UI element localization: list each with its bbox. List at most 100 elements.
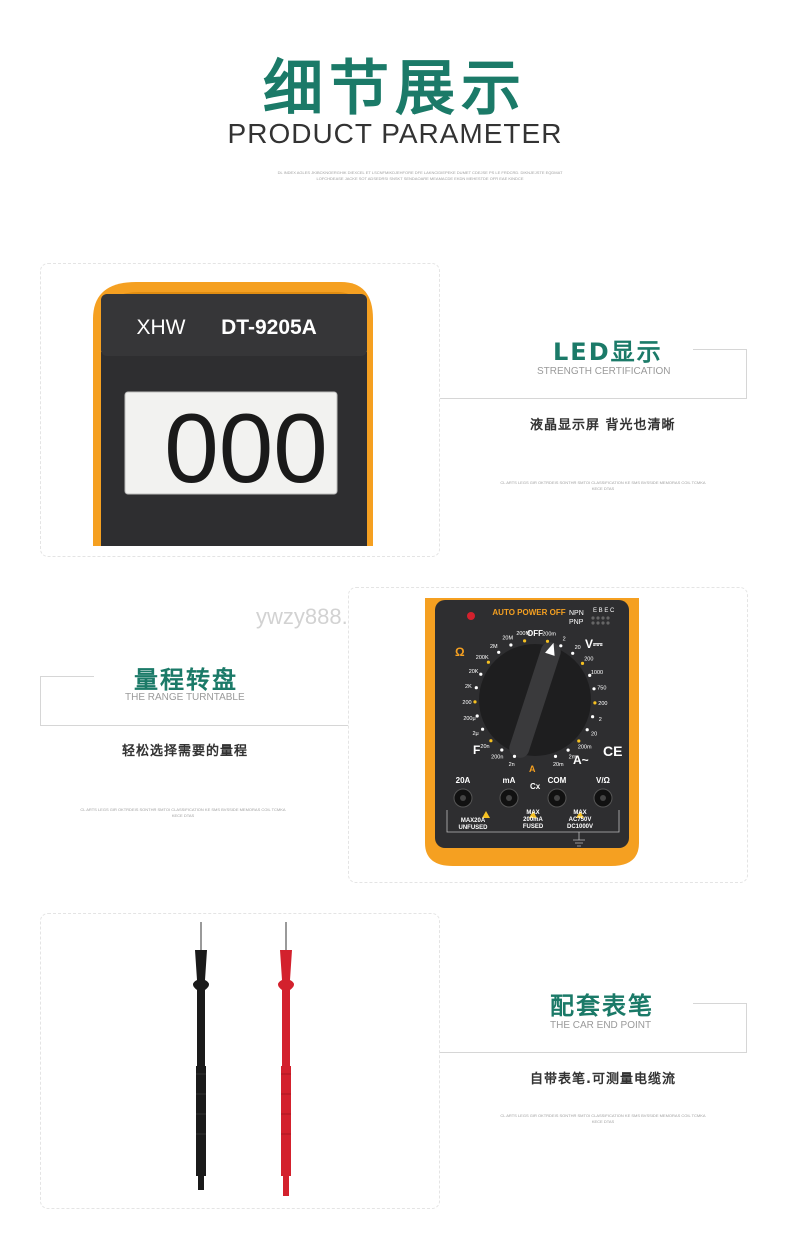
range-label-right-10: 2m	[569, 755, 577, 761]
range-dot-right-9	[577, 739, 581, 743]
section3-line-top	[693, 1003, 747, 1004]
section2-line-left	[40, 676, 41, 726]
page-subtitle: PRODUCT PARAMETER	[227, 118, 563, 149]
range-dot-right-8	[585, 728, 589, 732]
dial-image-frame: AUTO POWER OFF NPN PNP E B E C OFF Ω V⎓ …	[348, 587, 748, 883]
range-dot-right-7	[591, 715, 595, 719]
brand-label: XHW	[137, 316, 186, 339]
amp-ac-symbol: A~	[573, 753, 589, 767]
ground-icon	[573, 832, 585, 847]
range-dot-right-5	[592, 687, 596, 691]
range-label-right-5: 750	[597, 685, 606, 691]
max-v-label: MAX	[573, 810, 586, 816]
led-image-frame: XHW DT-9205A 000	[40, 263, 440, 557]
section2-description: 轻松选择需要的量程	[122, 744, 249, 759]
section2-fine-print: CL ARTS LEGS GIR OKTRDEIS SONTHR SMTOI C…	[80, 807, 286, 818]
range-dot-right-10	[566, 748, 570, 752]
range-label-right-9: 200m	[578, 745, 592, 751]
model-label: DT-9205A	[221, 316, 317, 339]
multimeter-top-image: XHW DT-9205A 000	[93, 282, 373, 546]
red-probe-icon	[278, 922, 294, 1196]
section1-fine-print: CL ARTS LEGS GIR OKTRDEIS SONTHR SMTOI C…	[500, 480, 706, 491]
range-dot-left-8	[481, 727, 485, 731]
jack-label-ma: mA	[503, 776, 516, 785]
range-dot-left-5	[474, 686, 478, 690]
section3-line-bottom	[440, 1052, 747, 1053]
section3-fine-print: CL ARTS LEGS GIR OKTRDEIS SONTHR SMTOI C…	[500, 1113, 706, 1124]
section3-description: 自带表笔.可测量电缆流	[530, 1072, 676, 1087]
range-label-left-7: 200μ	[463, 716, 475, 722]
power-led-icon	[467, 612, 475, 620]
max-ma-value: 200mA	[523, 817, 543, 823]
range-dot-right-0	[545, 639, 550, 643]
range-label-left-0: 200M	[516, 631, 530, 637]
range-label-left-11: 2n	[509, 762, 515, 768]
max-ma-label: MAX	[526, 810, 539, 816]
page-title: 细节展示	[263, 54, 527, 124]
range-label-right-1: 2	[563, 637, 566, 643]
farad-symbol: F	[473, 743, 480, 757]
auto-power-off-label: AUTO POWER OFF	[492, 608, 565, 617]
range-dot-right-3	[580, 661, 585, 665]
ohm-symbol: Ω	[455, 645, 465, 659]
range-label-left-4: 20K	[469, 669, 479, 675]
section2-title: 量程转盘	[134, 666, 238, 694]
pnp-label: PNP	[569, 619, 584, 626]
range-label-right-6: 200	[598, 701, 607, 707]
range-dot-left-7	[475, 714, 479, 718]
amp-symbol: A	[529, 764, 536, 774]
jack-label-20a: 20A	[456, 776, 471, 785]
off-label: OFF	[527, 629, 543, 638]
multimeter-dial-image: AUTO POWER OFF NPN PNP E B E C OFF Ω V⎓ …	[425, 598, 639, 866]
range-dot-left-11	[512, 754, 517, 758]
range-dot-left-1	[509, 643, 513, 647]
section1-line-bottom	[440, 398, 747, 399]
section1-subtitle: STRENGTH CERTIFICATION	[537, 366, 671, 377]
npn-label: NPN	[569, 610, 584, 617]
ac750-label: AC750V	[569, 817, 592, 823]
range-label-left-6: 200	[462, 700, 471, 706]
section3-subtitle: THE CAR END POINT	[550, 1020, 652, 1031]
range-dot-right-2	[571, 651, 575, 655]
ebec-label: E B E C	[593, 608, 615, 614]
section2-subtitle: THE RANGE TURNTABLE	[125, 692, 245, 703]
range-dot-left-0	[523, 639, 527, 643]
max20a-label: MAX20A	[461, 818, 486, 824]
range-dot-left-6	[473, 700, 477, 704]
fused-label: FUSED	[523, 824, 544, 830]
volt-dc-symbol: V⎓	[585, 637, 603, 651]
range-label-right-4: 1000	[591, 670, 603, 676]
section1-title: LED显示	[553, 338, 663, 366]
jack-label-com: COM	[548, 776, 567, 785]
section3-title: 配套表笔	[550, 992, 654, 1020]
dc1000-label: DC1000V	[567, 824, 593, 830]
input-jacks[interactable]	[453, 788, 613, 808]
cx-label: Cx	[530, 782, 541, 791]
range-label-right-3: 200	[584, 657, 593, 663]
lcd-reading: 000	[164, 393, 328, 503]
range-label-left-5: 2K	[465, 684, 472, 690]
range-label-left-3: 200K	[476, 655, 489, 661]
unfused-label: UNFUSED	[458, 825, 488, 831]
test-probes-image	[193, 922, 294, 1196]
section2-line-bottom	[40, 725, 350, 726]
range-dot-left-2	[497, 650, 501, 654]
range-label-left-10: 200n	[491, 755, 503, 761]
section1-description: 液晶显示屏 背光也清晰	[530, 418, 676, 433]
range-dot-left-10	[500, 748, 504, 752]
section1-line-top	[693, 349, 747, 350]
section1-line-right	[746, 349, 747, 399]
range-dot-right-4	[588, 673, 592, 677]
jack-label-v-ohm: V/Ω	[596, 776, 611, 785]
ce-mark: CE	[603, 743, 622, 759]
range-dot-left-4	[479, 672, 483, 676]
range-dot-right-1	[559, 644, 563, 648]
range-label-left-8: 2μ	[472, 731, 478, 737]
range-label-right-11: 20m	[553, 762, 564, 768]
range-dot-left-3	[486, 660, 490, 664]
range-label-right-0: 200m	[542, 632, 556, 638]
range-dot-right-6	[593, 701, 597, 705]
dial-pointer-icon	[509, 642, 561, 758]
black-probe-icon	[193, 922, 209, 1190]
warning-icons	[482, 811, 584, 818]
